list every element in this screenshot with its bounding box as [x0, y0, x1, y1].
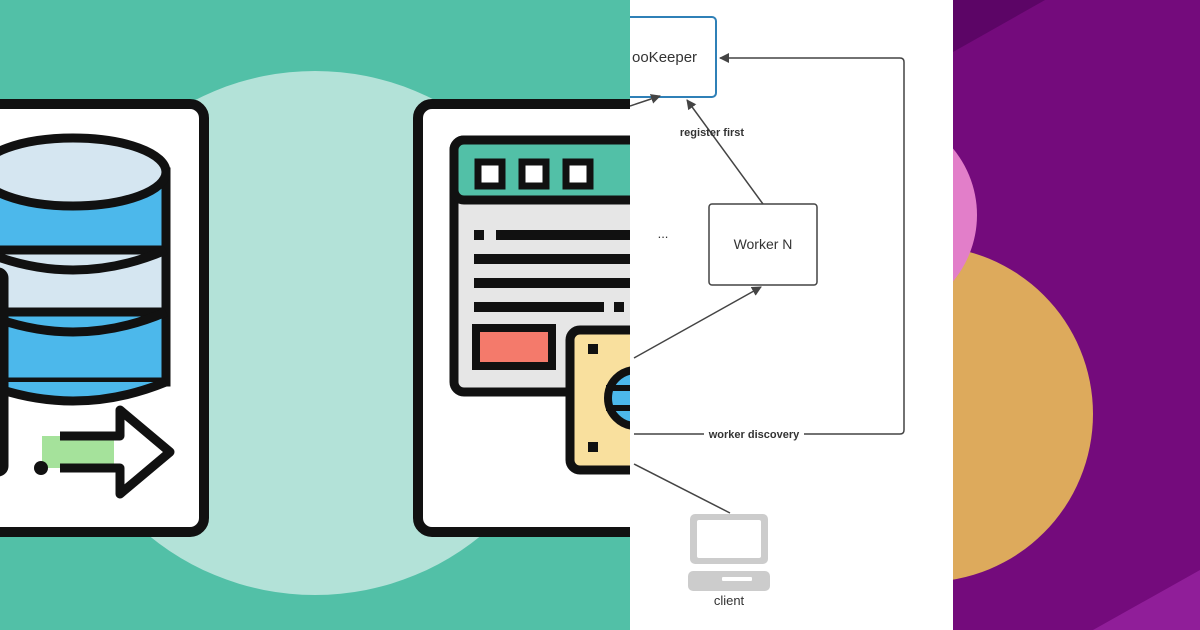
worker-discovery-label: worker discovery: [708, 429, 800, 441]
worker-n-label: Worker N: [734, 236, 793, 252]
database-icon: [0, 133, 171, 406]
laptop-icon: [688, 514, 770, 591]
arrow-right-icon: [34, 405, 175, 499]
light-triangle: [1093, 570, 1200, 630]
illustration-panel: [0, 0, 630, 630]
worker-discovery-label-bg: [704, 426, 804, 442]
dark-triangle: [953, 0, 1045, 52]
edge-to-worker-n: [633, 286, 762, 359]
worker-n-node: Worker N: [708, 203, 818, 286]
abstract-art-panel: [953, 0, 1200, 630]
pink-circle: [953, 148, 977, 282]
architecture-diagram-panel: ooKeeper register first Worker N ... wor…: [630, 0, 953, 630]
zookeeper-label: ooKeeper: [632, 49, 697, 66]
browser-card: [413, 99, 630, 537]
register-first-label: register first: [680, 127, 745, 139]
ellipsis-label: ...: [658, 226, 669, 241]
globe-card-icon: [565, 325, 630, 475]
database-card: [0, 99, 209, 537]
abstract-shapes: [953, 0, 1200, 630]
client-label: client: [714, 593, 745, 608]
edge-client: [633, 463, 731, 514]
database-to-web-illustration: [0, 0, 630, 630]
architecture-diagram: ooKeeper register first Worker N ... wor…: [630, 16, 905, 608]
database-cable: [0, 267, 9, 477]
edge-left-to-zookeeper: [630, 94, 661, 107]
zookeeper-node: ooKeeper: [630, 16, 717, 98]
orange-circle: [953, 248, 1093, 580]
edge-worker-discovery: [634, 53, 905, 435]
edge-register-first: [686, 99, 764, 205]
